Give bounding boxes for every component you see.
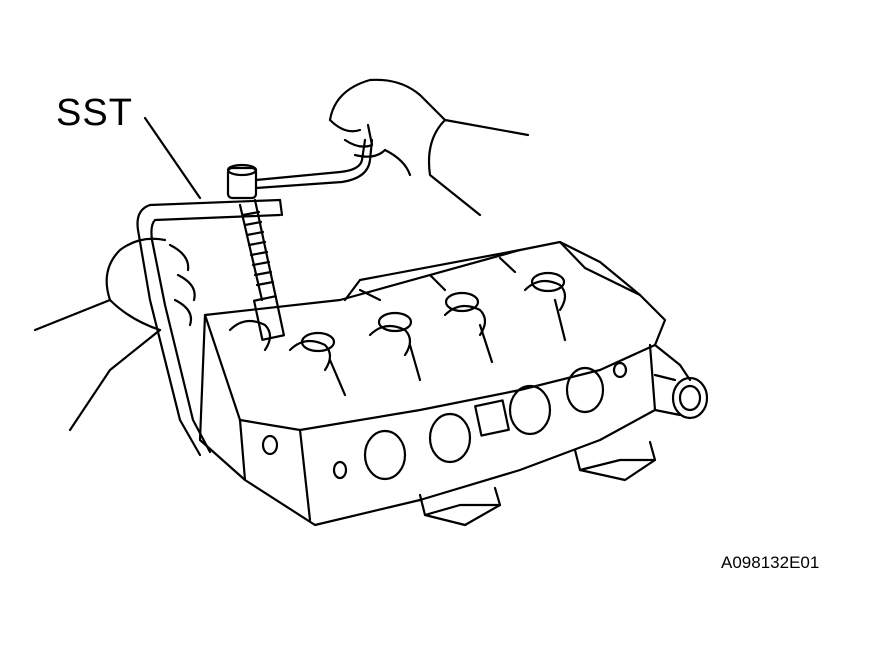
- cylinder-head: [198, 240, 709, 527]
- support-blocks: [418, 440, 657, 527]
- sst-tool: [136, 138, 374, 457]
- sst-callout-label: SST: [56, 92, 133, 134]
- figure-code: A098132E01: [721, 553, 820, 572]
- hands: [33, 78, 530, 432]
- sst-leader-line: [143, 116, 202, 200]
